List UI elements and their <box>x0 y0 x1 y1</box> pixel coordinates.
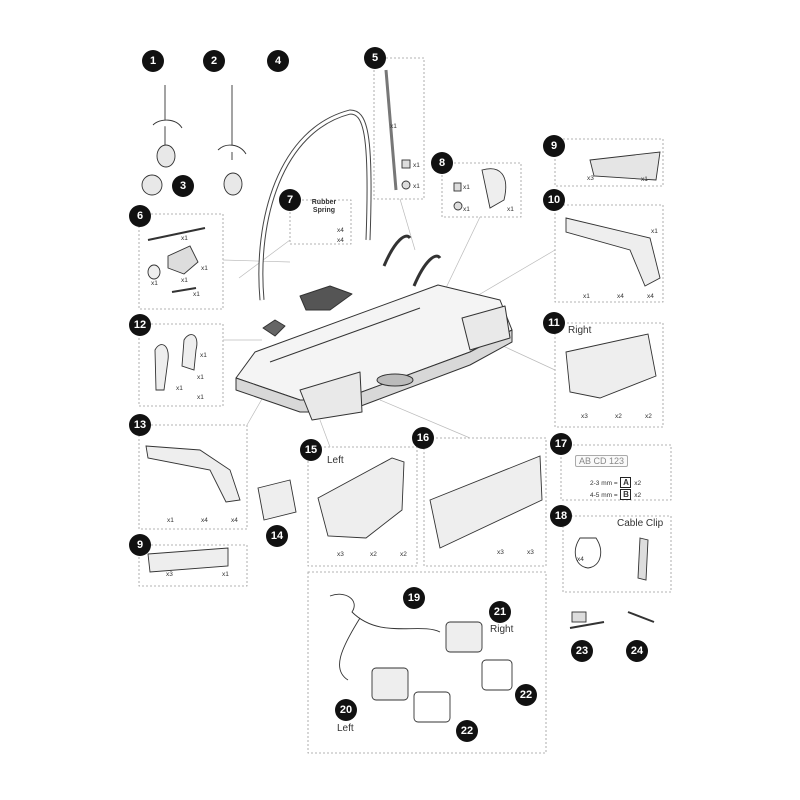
qty-12-nut: x1 <box>176 385 183 392</box>
qty-11-nut: x2 <box>645 413 652 420</box>
label-rubber-spring: Rubber Spring <box>311 199 337 214</box>
callout-11: 11 <box>543 312 565 334</box>
label-right-21: Right <box>490 624 514 635</box>
qty-13-washer: x4 <box>201 517 208 524</box>
main-carrier <box>235 109 513 421</box>
spacer-range-a: 2-3 mm = <box>590 480 618 487</box>
leader-lines <box>222 198 556 448</box>
qty-10-washer: x4 <box>617 293 624 300</box>
qty-15-washer: x2 <box>370 551 377 558</box>
qty-18-clip: x4 <box>577 556 584 563</box>
qty-11-screw: x3 <box>581 413 588 420</box>
spacer-qty-a: x2 <box>634 480 642 487</box>
spacer-letter-b: B <box>620 489 632 500</box>
qty-9a-screws: x3 <box>587 175 594 182</box>
callout-16: 16 <box>412 427 434 449</box>
qty-6-knob: x1 <box>201 265 208 272</box>
qty-10-nut: x4 <box>647 293 654 300</box>
component-drawings <box>141 69 661 723</box>
spacer-letter-a: A <box>620 477 632 488</box>
qty-8-screw: x1 <box>463 206 470 213</box>
callout-15: 15 <box>300 439 322 461</box>
spacer-qty-b: x2 <box>634 492 642 499</box>
qty-16-nut: x3 <box>527 549 534 556</box>
qty-9b-screws: x3 <box>166 571 173 578</box>
callout-21: 21 <box>489 601 511 623</box>
qty-5-screw: x1 <box>413 183 420 190</box>
callout-24: 24 <box>626 640 648 662</box>
label-left-20: Left <box>337 723 354 734</box>
qty-6-nut: x1 <box>181 277 188 284</box>
callout-20: 20 <box>335 699 357 721</box>
qty-7-spring: x4 <box>337 227 344 234</box>
qty-8-bracket: x1 <box>507 206 514 213</box>
callout-9a: 9 <box>543 135 565 157</box>
callout-18: 18 <box>550 505 572 527</box>
callout-7: 7 <box>279 189 301 211</box>
part-group-frames <box>138 57 672 754</box>
qty-10-screw: x1 <box>583 293 590 300</box>
qty-6-washer: x1 <box>151 280 158 287</box>
qty-9a-cover: x1 <box>641 176 648 183</box>
callout-23: 23 <box>571 640 593 662</box>
qty-6-key: x1 <box>181 235 188 242</box>
qty-5-rod: x1 <box>390 123 397 130</box>
callout-19: 19 <box>403 587 425 609</box>
callout-9b: 9 <box>129 534 151 556</box>
callout-1: 1 <box>142 50 164 72</box>
qty-16-screw: x3 <box>497 549 504 556</box>
qty-15-nut: x2 <box>400 551 407 558</box>
callout-2: 2 <box>203 50 225 72</box>
label-cable-clip: Cable Clip <box>617 518 664 529</box>
spacer-row-a: 2-3 mm = A x2 <box>590 477 641 488</box>
callout-12: 12 <box>129 314 151 336</box>
callout-8: 8 <box>431 152 453 174</box>
callout-22b: 22 <box>456 720 478 742</box>
spacer-row-b: 4-5 mm = B x2 <box>590 489 641 500</box>
callout-22a: 22 <box>515 684 537 706</box>
qty-12-clamp: x1 <box>200 352 207 359</box>
callout-3: 3 <box>172 175 194 197</box>
callout-14: 14 <box>266 525 288 547</box>
callout-13: 13 <box>129 414 151 436</box>
qty-5-nut: x1 <box>413 162 420 169</box>
qty-13-screw: x1 <box>167 517 174 524</box>
label-right-11: Right <box>568 325 592 336</box>
callout-5: 5 <box>364 47 386 69</box>
qty-12-arm: x1 <box>197 374 204 381</box>
qty-8-nut: x1 <box>463 184 470 191</box>
qty-11-washer: x2 <box>615 413 622 420</box>
qty-6-bolt: x1 <box>193 291 200 298</box>
spacer-range-b: 4-5 mm = <box>590 492 618 499</box>
qty-7-clip: x4 <box>337 237 344 244</box>
label-left-15: Left <box>327 455 344 466</box>
qty-15-screw: x3 <box>337 551 344 558</box>
callout-6: 6 <box>129 205 151 227</box>
callout-17: 17 <box>550 433 572 455</box>
qty-13-nut: x4 <box>231 517 238 524</box>
license-plate-text: AB CD 123 <box>575 455 629 467</box>
qty-10-bracket: x1 <box>651 228 658 235</box>
callout-4: 4 <box>267 50 289 72</box>
qty-9b-cover: x1 <box>222 571 229 578</box>
callout-10: 10 <box>543 189 565 211</box>
qty-12-screw: x1 <box>197 394 204 401</box>
